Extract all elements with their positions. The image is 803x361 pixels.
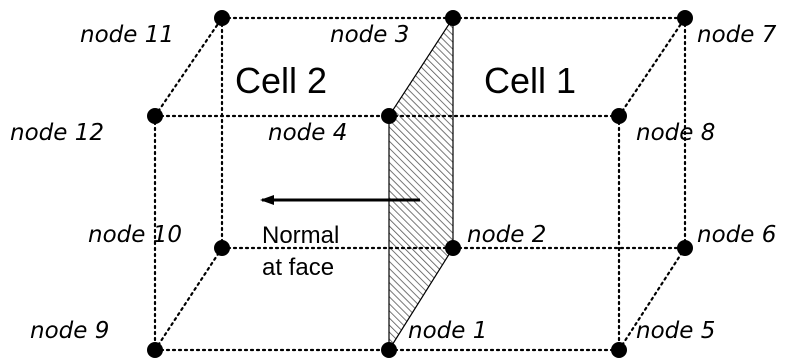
node-label-10: node 10 [88, 222, 182, 248]
node-dot-7 [677, 10, 693, 26]
node-dot-10 [214, 240, 230, 256]
cell-edges [153, 16, 687, 352]
node-dot-5 [611, 342, 627, 358]
node-label-2: node 2 [467, 222, 546, 248]
node-dot-9 [147, 342, 163, 358]
node-dot-6 [677, 240, 693, 256]
node-label-11: node 11 [80, 22, 174, 48]
node-label-8: node 8 [636, 120, 715, 146]
node-dot-11 [214, 10, 230, 26]
cell-1-label: Cell 1 [484, 60, 576, 101]
edge-9-10 [153, 246, 224, 352]
node-label-1: node 1 [408, 318, 487, 344]
node-dot-4 [381, 108, 397, 124]
node-label-7: node 7 [697, 22, 777, 48]
node-label-5: node 5 [636, 318, 715, 344]
shared-face [388, 15, 454, 353]
edge-8-7 [617, 16, 687, 118]
cell-2-label: Cell 2 [235, 60, 327, 101]
node-dot-8 [611, 108, 627, 124]
node-label-12: node 12 [10, 120, 104, 146]
normal-label-line1: Normal [262, 222, 339, 249]
node-dot-2 [445, 240, 461, 256]
node-label-4: node 4 [268, 120, 347, 146]
node-dot-1 [381, 342, 397, 358]
edge-5-6 [617, 246, 687, 352]
node-dot-3 [445, 10, 461, 26]
node-label-3: node 3 [330, 22, 409, 48]
node-label-9: node 9 [30, 318, 109, 344]
nodes [147, 10, 693, 358]
node-label-6: node 6 [697, 222, 776, 248]
normal-label-line2: at face [262, 254, 334, 281]
edge-12-11 [153, 16, 224, 118]
node-dot-12 [147, 108, 163, 124]
